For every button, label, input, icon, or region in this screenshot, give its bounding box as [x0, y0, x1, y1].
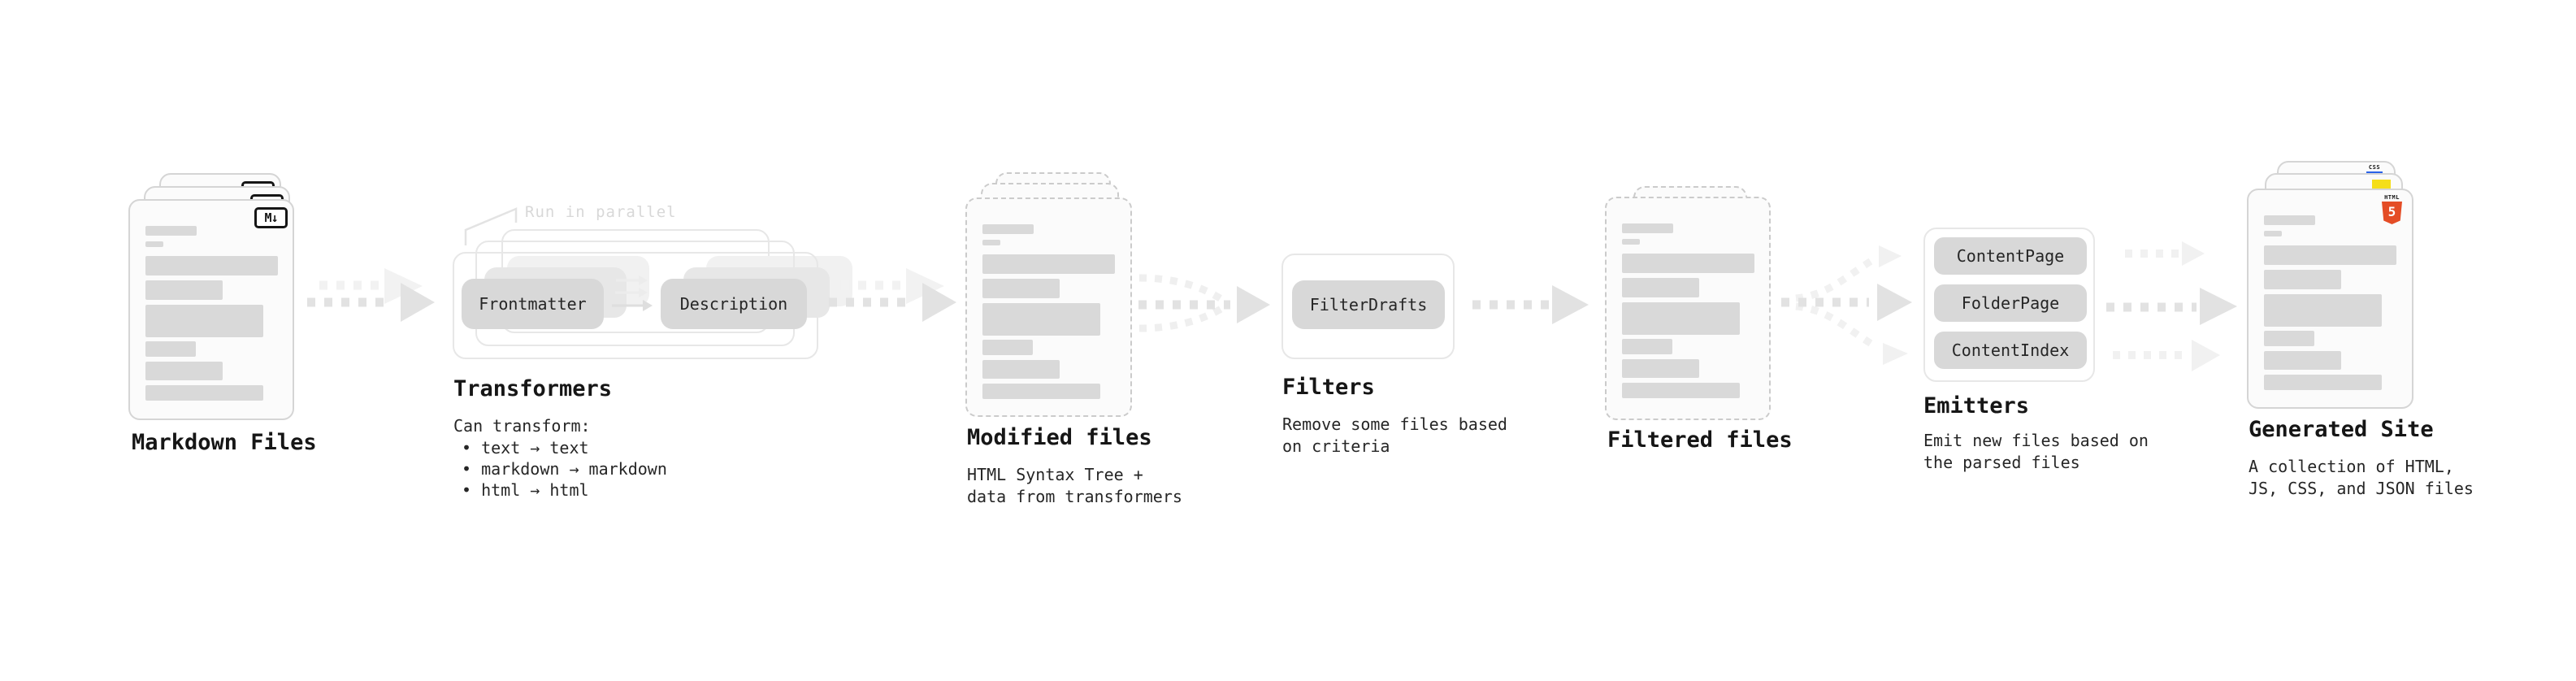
- emitter-contentindex: ContentIndex: [1934, 332, 2087, 369]
- modified-files-title: Modified files: [967, 425, 1152, 450]
- transformer-step-description: Description: [661, 279, 807, 329]
- css-icon-label: CSS: [2368, 164, 2381, 171]
- document-skeleton-lines: [130, 201, 293, 419]
- transformer-step-frontmatter: Frontmatter: [462, 279, 604, 329]
- emitters-title: Emitters: [1923, 393, 2030, 419]
- filtered-files-title: Filtered files: [1607, 427, 1793, 453]
- document-skeleton-lines: [967, 199, 1130, 415]
- html5-icon-number: 5: [2387, 204, 2396, 219]
- transformer-container-front: [453, 252, 818, 359]
- markdown-icon: M↓: [254, 207, 288, 228]
- filter-step-filterdrafts: FilterDrafts: [1292, 280, 1445, 329]
- transformers-title: Transformers: [453, 376, 613, 401]
- filtered-file-card-front: [1605, 197, 1771, 420]
- run-in-parallel-leader-line: [464, 207, 518, 245]
- generated-file-card-html: HTML 5: [2247, 189, 2413, 409]
- arrow-filters-to-filtered: [1472, 285, 1589, 324]
- markdown-files-title: Markdown Files: [132, 430, 317, 455]
- emitters-subtitle: Emit new files based on the parsed files: [1923, 431, 2149, 472]
- transformer-internal-arrows: [612, 275, 653, 311]
- html5-file-icon: HTML 5: [2382, 194, 2402, 224]
- emitter-folderpage: FolderPage: [1934, 284, 2087, 322]
- arrow-modified-to-filters-converge: [1138, 274, 1270, 332]
- modified-file-card-front: [965, 197, 1132, 417]
- html5-icon-shield: 5: [2382, 202, 2402, 224]
- markdown-file-card-front: M↓: [128, 199, 294, 420]
- run-in-parallel-label: Run in parallel: [525, 203, 677, 221]
- modified-files-subtitle: HTML Syntax Tree + data from transformer…: [967, 465, 1182, 506]
- filters-title: Filters: [1282, 375, 1375, 400]
- document-skeleton-lines: [2249, 190, 2412, 407]
- arrow-filtered-to-emitters-diverge: [1781, 245, 1912, 365]
- document-skeleton-lines: [1607, 198, 1769, 419]
- list-item: text → text: [453, 437, 667, 458]
- list-item: html → html: [453, 479, 667, 501]
- filters-subtitle: Remove some files based on criteria: [1282, 414, 1507, 456]
- generated-site-subtitle: A collection of HTML, JS, CSS, and JSON …: [2249, 457, 2474, 498]
- emitter-contentpage: ContentPage: [1934, 237, 2087, 275]
- html5-icon-label: HTML: [2384, 194, 2400, 201]
- arrow-markdown-to-transformers: [307, 268, 435, 322]
- arrows-emitters-to-generated: [2106, 241, 2237, 371]
- transformers-description-heading: Can transform:: [453, 416, 591, 436]
- list-item: markdown → markdown: [453, 458, 667, 479]
- arrow-transformers-to-modified: [829, 268, 956, 322]
- transformers-capabilities-list: text → text markdown → markdown html → h…: [453, 437, 667, 501]
- generated-site-title: Generated Site: [2249, 417, 2434, 442]
- js-file-icon: [2372, 180, 2391, 189]
